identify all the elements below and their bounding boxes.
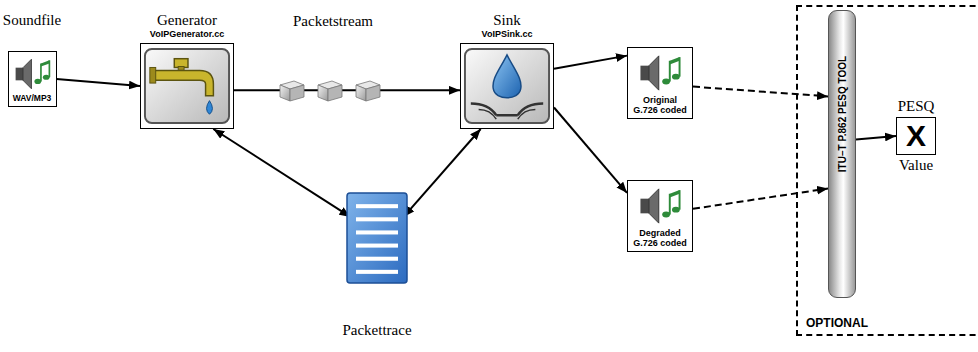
sink-icon [463,47,551,125]
db-icon [342,190,412,286]
edge-label: Packetstream [278,13,388,30]
arrow-connector [693,87,828,97]
tool-label: ITU–T P.862 PESQ TOOL [837,56,848,172]
box-text: Degraded G.726 coded [630,228,690,248]
icon-holder [342,190,412,286]
arrow-connector [234,89,460,91]
pesq-value-box: PESQ X Value [893,98,939,174]
node-heading: PESQ [893,98,939,115]
icon-frame: Degraded G.726 coded [627,180,693,252]
node-heading: Sink [452,12,562,29]
node-heading: Generator [132,12,242,29]
arrow-connector [57,79,141,86]
region-label: OPTIONAL [806,316,868,330]
source-file-name: VoIPSink.cc [452,29,562,39]
packet [318,81,342,101]
node-caption: Value [893,157,939,174]
speaker-icon [630,51,690,95]
icon-frame: Original G.726 coded [627,47,693,119]
icon-frame: X [896,117,936,155]
speaker-icon [11,55,54,93]
pesq-tool-bar: ITU–T P.862 PESQ TOOL [828,10,856,298]
arrow-connector [404,129,481,217]
arrow-connector [554,56,627,69]
icon-frame: WAV/MP3 [8,51,57,107]
packettrace-store: Packettrace [332,190,422,339]
soundfile-box: SoundfileWAV/MP3 [2,12,62,107]
speaker-icon [630,184,690,228]
packet [280,81,304,101]
audio-file-box: Original G.726 coded [627,47,693,119]
icon-frame [460,43,554,129]
source-file-name: VoIPGenerator.cc [132,29,242,39]
arrow-connector [554,108,627,193]
box-text: X [899,121,933,151]
optional-region: OPTIONAL ITU–T P.862 PESQ TOOL PESQ X Value [796,5,978,336]
icon-frame [140,43,234,129]
sink-box: SinkVoIPSink.cc [452,12,562,129]
generator-box: GeneratorVoIPGenerator.cc [132,12,242,129]
arrow-connector [856,136,896,140]
faucet-icon [143,47,231,125]
audio-file-box: Degraded G.726 coded [627,180,693,252]
arrow-connector [693,189,828,209]
arrow-connector [213,129,350,217]
box-text: WAV/MP3 [11,93,54,103]
node-caption: Packettrace [332,322,422,339]
node-heading: Soundfile [2,12,62,29]
packet [356,81,380,101]
box-text: Original G.726 coded [630,95,690,115]
